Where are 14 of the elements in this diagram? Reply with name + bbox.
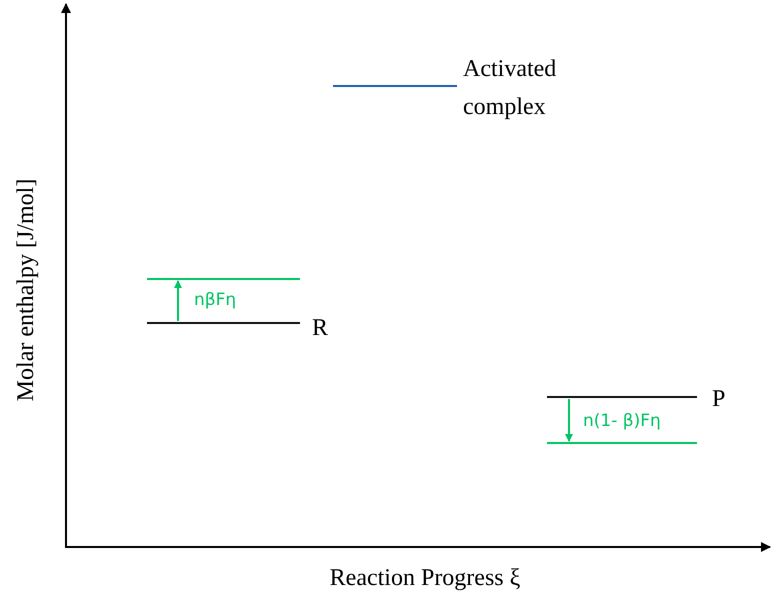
energy-level-line — [333, 85, 457, 87]
edge-label: nβFη — [194, 289, 236, 312]
axis-title: Reaction Progress ξ — [330, 564, 520, 593]
level-label: Activated complex — [463, 55, 558, 122]
energy-level-line — [147, 278, 300, 280]
energy-level-line — [547, 442, 697, 444]
axis-title: Molar enthalpy [J/mol] — [12, 178, 40, 402]
level-label: P — [712, 385, 726, 414]
arrow — [565, 399, 573, 442]
level-label: R — [312, 314, 330, 343]
arrow — [174, 280, 182, 321]
energy-level-line — [547, 396, 697, 398]
energy-level-line — [147, 322, 300, 324]
edge-label: n(1- β)Fη — [583, 410, 661, 433]
